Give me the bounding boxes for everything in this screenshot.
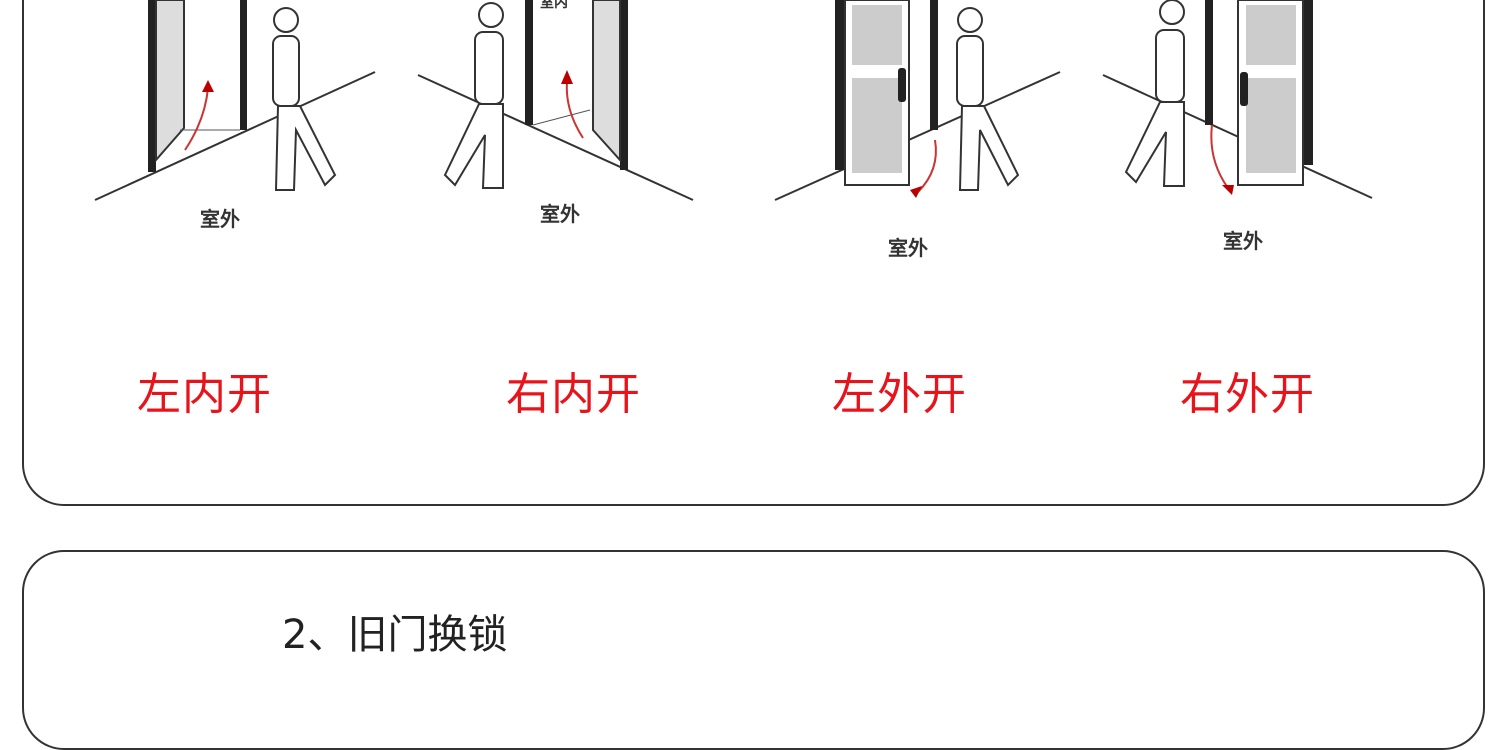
door-illustration-right-inward: 室外 室内 bbox=[415, 0, 705, 260]
outside-label: 室外 bbox=[200, 207, 240, 231]
door-scene-image bbox=[774, 0, 1061, 201]
door-type-label-left-outward: 左外开 bbox=[832, 369, 967, 420]
door-type-label-right-outward: 右外开 bbox=[1180, 369, 1315, 420]
outside-label: 室外 bbox=[540, 202, 580, 226]
inside-label: 室内 bbox=[540, 0, 568, 11]
outside-label: 室外 bbox=[888, 236, 928, 260]
section-title: 2、旧门换锁 bbox=[282, 612, 508, 658]
door-illustration-right-outward: 室外 bbox=[1100, 0, 1390, 270]
door-scene-image bbox=[1102, 0, 1373, 199]
door-scene-image bbox=[417, 0, 694, 201]
door-type-label-right-inward: 右内开 bbox=[506, 369, 641, 420]
door-illustration-left-inward: 室外 bbox=[90, 0, 390, 260]
outside-label: 室外 bbox=[1223, 229, 1263, 253]
door-illustration-left-outward: 室外 bbox=[770, 0, 1070, 270]
door-scene-image bbox=[94, 0, 376, 201]
door-direction-card bbox=[22, 0, 1485, 506]
old-door-lock-card bbox=[22, 550, 1485, 750]
door-type-label-left-inward: 左内开 bbox=[137, 369, 272, 420]
